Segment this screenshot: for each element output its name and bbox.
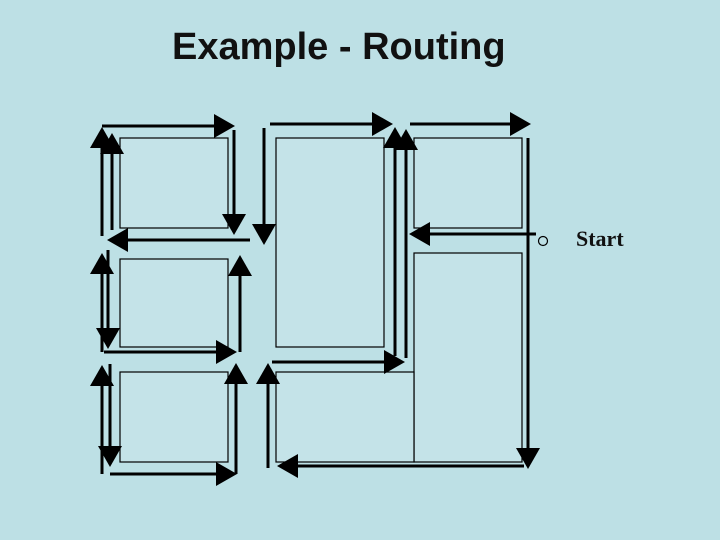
page-title: Example - Routing	[172, 26, 506, 68]
block-bottom-center	[275, 371, 415, 463]
block-top-left	[119, 137, 229, 229]
block-bottom-left	[119, 371, 229, 463]
block-tall-center	[275, 137, 385, 348]
block-top-right	[413, 137, 523, 229]
start-label: Start	[576, 226, 624, 251]
blocks	[119, 137, 523, 463]
start-node	[537, 235, 549, 247]
routing-arrows	[90, 112, 540, 486]
block-right-lower	[413, 252, 523, 463]
block-mid-left	[119, 258, 229, 348]
